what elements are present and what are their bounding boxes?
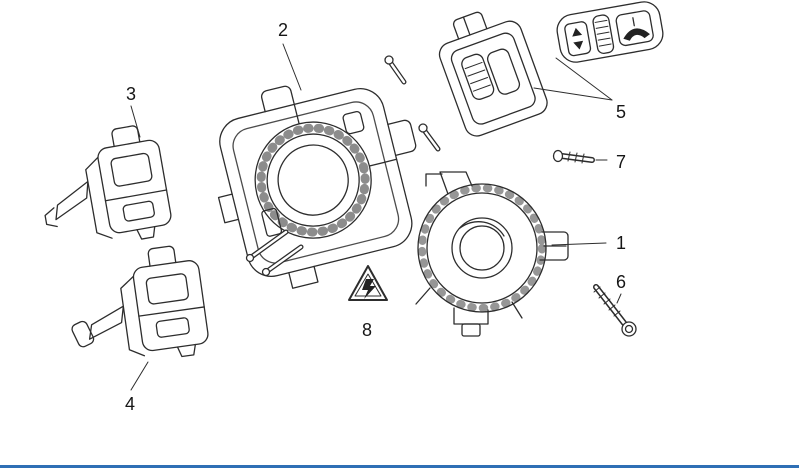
switch-housing-drawing bbox=[217, 85, 417, 289]
callout-6: 6 bbox=[615, 272, 626, 292]
small-screw-b-drawing bbox=[418, 123, 441, 152]
thumbwheel-icon bbox=[592, 14, 615, 55]
steering-wheel-switch-drawing bbox=[556, 1, 664, 63]
callout-4: 4 bbox=[124, 394, 135, 414]
callout-1: 1 bbox=[615, 233, 626, 253]
wiper-icon bbox=[623, 28, 650, 41]
leader-lines bbox=[130, 43, 622, 391]
lightning-icon bbox=[362, 279, 376, 299]
diagram-linework bbox=[44, 1, 664, 391]
arrow-down-icon bbox=[573, 40, 584, 50]
footer-accent-line bbox=[0, 465, 799, 468]
callout-2: 2 bbox=[277, 20, 288, 40]
guide-pins-drawing bbox=[245, 229, 304, 277]
warning-triangle-drawing bbox=[348, 265, 388, 301]
small-screw-a-drawing bbox=[384, 55, 407, 85]
callout-7: 7 bbox=[615, 152, 626, 172]
wiper-switch-drawing bbox=[71, 245, 209, 358]
column-switch-module-drawing bbox=[438, 11, 548, 137]
turn-signal-switch-drawing bbox=[44, 125, 172, 240]
bolt-drawing bbox=[593, 284, 637, 337]
clock-spring-drawing bbox=[415, 171, 569, 337]
callout-5: 5 bbox=[615, 102, 626, 122]
arrow-up-icon bbox=[572, 27, 583, 37]
callout-3: 3 bbox=[125, 84, 136, 104]
screw-drawing bbox=[552, 149, 595, 164]
callout-8: 8 bbox=[361, 320, 372, 340]
